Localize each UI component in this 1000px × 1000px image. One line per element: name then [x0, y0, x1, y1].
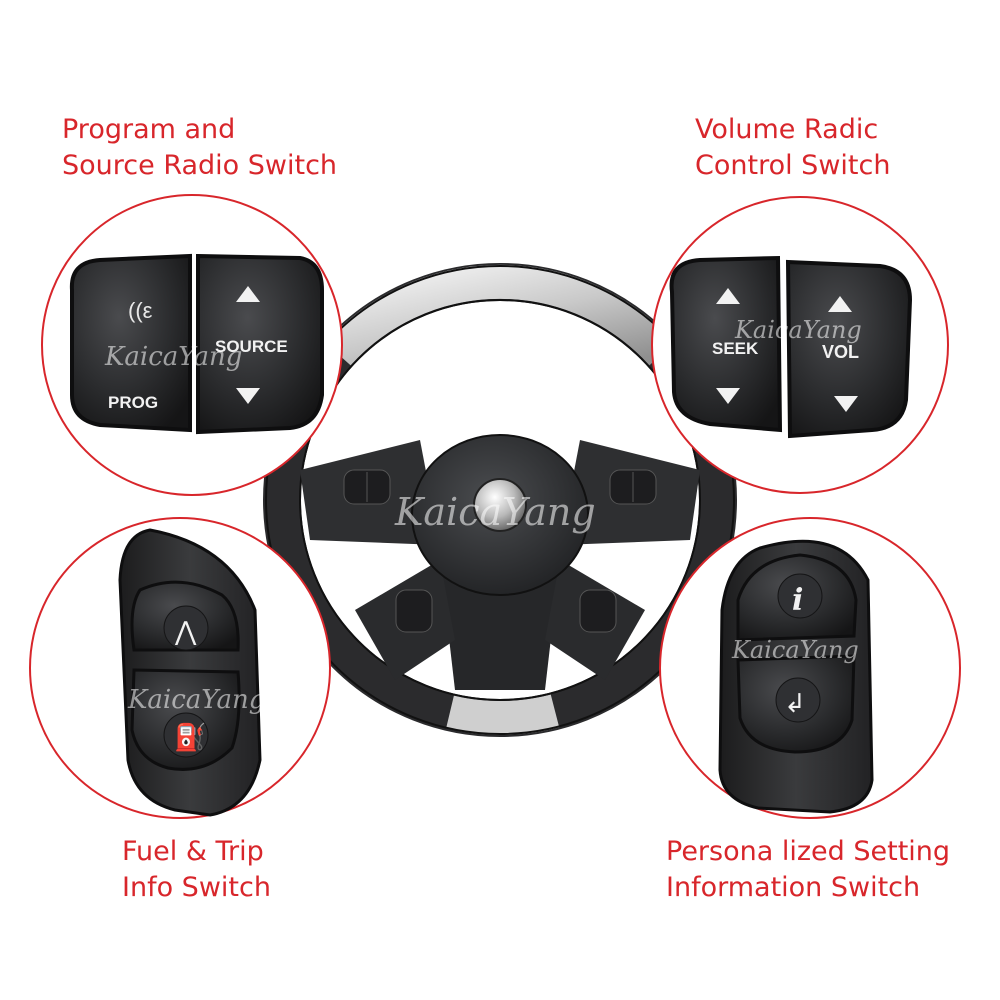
source-button[interactable]	[196, 253, 324, 435]
prog-label: PROG	[108, 393, 158, 412]
watermark: KaicaYang	[394, 490, 596, 534]
prog-button[interactable]	[69, 253, 192, 433]
enter-button-face	[775, 677, 821, 723]
caption-line: Control Switch	[695, 150, 891, 181]
caption-line: Fuel & Trip	[122, 836, 264, 867]
seek-label: SEEK	[712, 339, 759, 358]
watermark: KaicaYang	[104, 342, 242, 372]
steering-wheel: KaicaYang	[263, 263, 737, 737]
wheel-button-cluster-left-lower	[395, 589, 433, 633]
seek-down-icon	[716, 388, 740, 404]
wheel-rim-edge	[265, 265, 735, 735]
wheel-button-cluster-right-lower	[579, 589, 617, 633]
caption-line: Persona lized Setting	[666, 836, 951, 867]
watermark: KaicaYang	[127, 685, 265, 715]
seek-up-icon	[716, 288, 740, 304]
volume-up-icon	[828, 296, 852, 312]
wheel-rim-silver-bottom	[446, 694, 560, 735]
fuel-button-face	[163, 712, 209, 758]
wheel-emblem	[473, 478, 527, 532]
voice-icon: ((ε	[128, 298, 153, 323]
caption-line: Program and	[62, 114, 236, 145]
triangle-up-icon	[236, 286, 260, 302]
caption-volume-control-switch: Volume Radic Control Switch	[695, 112, 890, 184]
callout-program-source: ((ε PROG SOURCE KaicaYang	[41, 194, 343, 496]
callout-volume-seek: SEEK VOL KaicaYang	[651, 196, 949, 494]
trip-road-icon: ⋀	[174, 616, 197, 646]
info-button-face	[777, 573, 823, 619]
watermark: KaicaYang	[734, 316, 862, 344]
volume-button[interactable]	[785, 259, 913, 439]
callout-fuel-trip: ⋀ ⛽ KaicaYang	[29, 517, 331, 819]
caption-fuel-trip-switch: Fuel & Trip Info Switch	[122, 834, 271, 906]
wheel-rim-inner-edge	[299, 299, 701, 701]
volume-down-icon	[834, 396, 858, 412]
source-label: SOURCE	[215, 337, 288, 356]
enter-arrow-icon: ↲	[784, 688, 806, 718]
watermark: KaicaYang	[731, 636, 859, 664]
wheel-left-buttons	[343, 469, 433, 633]
caption-personalized-setting-switch: Persona lized Setting Information Switch	[666, 834, 950, 906]
seek-button[interactable]	[669, 255, 783, 433]
triangle-down-icon	[236, 388, 260, 404]
wheel-right-buttons	[579, 469, 657, 633]
trip-button-face	[163, 605, 209, 651]
caption-program-source-switch: Program and Source Radio Switch	[62, 112, 337, 184]
caption-line: Information Switch	[666, 872, 921, 903]
info-icon: i	[792, 583, 803, 618]
wheel-rim-silver-top	[325, 264, 675, 366]
caption-line: Source Radio Switch	[62, 150, 338, 181]
volume-label: VOL	[822, 342, 859, 362]
caption-line: Info Switch	[122, 872, 271, 903]
fuel-pump-icon: ⛽	[174, 722, 206, 752]
callout-personalized-info: i ↲ KaicaYang	[659, 517, 961, 819]
caption-line: Volume Radic	[695, 114, 879, 145]
wheel-spoke-bottom	[440, 560, 560, 690]
